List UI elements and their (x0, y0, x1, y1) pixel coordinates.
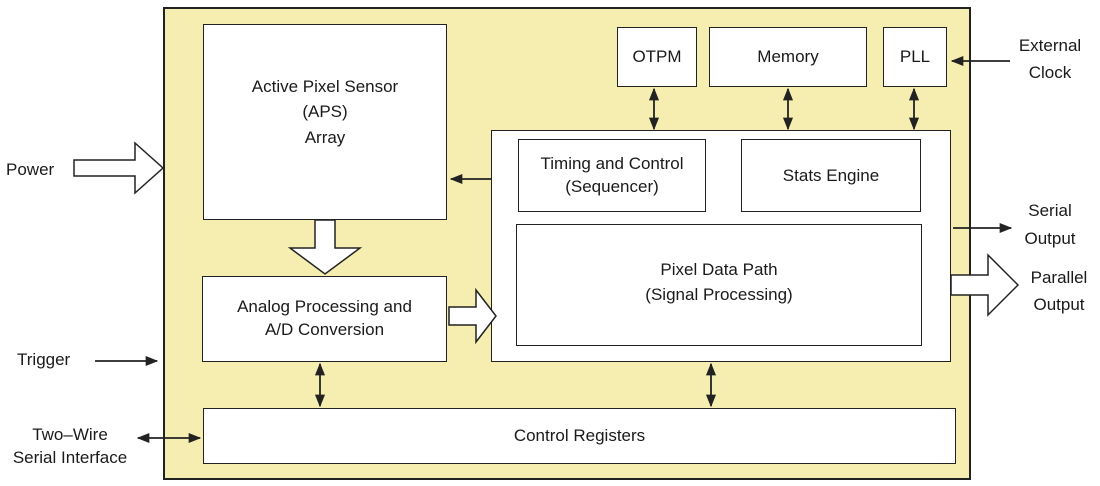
stats-engine-block: Stats Engine (741, 139, 921, 212)
two-wire-serial-interface-label: Two–Wire Serial Interface (12, 425, 128, 467)
otpm-block: OTPM (617, 27, 697, 87)
timing-label-line1: Timing and Control (540, 153, 684, 173)
pixel-data-path-block: Pixel Data Path (Signal Processing) (516, 224, 922, 346)
external-clock-label: External Clock (1018, 36, 1082, 83)
aps-label-line1: Active Pixel Sensor (251, 76, 399, 96)
pixel-path-label-line1: Pixel Data Path (660, 259, 778, 279)
pll-block: PLL (883, 27, 947, 87)
analog-label-line2: A/D Conversion (264, 320, 385, 339)
aps-label-line2: (APS) (302, 102, 348, 122)
aps-array-block: Active Pixel Sensor (APS) Array (203, 24, 447, 220)
control-registers-block: Control Registers (203, 408, 956, 464)
aps-label-line3: Array (304, 127, 346, 147)
analog-processing-block: Analog Processing and A/D Conversion (202, 276, 447, 362)
serial-output-label: Serial Output (1024, 201, 1076, 249)
timing-label-line2: (Sequencer) (565, 176, 659, 196)
control-registers-label: Control Registers (513, 426, 646, 446)
timing-control-block: Timing and Control (Sequencer) (518, 139, 706, 212)
memory-block: Memory (709, 27, 867, 87)
pll-label: PLL (899, 47, 931, 67)
pixel-path-label-line2: (Signal Processing) (645, 285, 793, 304)
power-hollow-arrow (73, 141, 165, 195)
otpm-label: OTPM (632, 47, 682, 67)
analog-label-line1: Analog Processing and (237, 297, 412, 317)
stats-label: Stats Engine (782, 165, 880, 185)
power-label: Power (6, 160, 55, 179)
trigger-label: Trigger (17, 350, 71, 369)
memory-label: Memory (757, 47, 819, 67)
parallel-output-label: Parallel Output (1030, 268, 1088, 315)
